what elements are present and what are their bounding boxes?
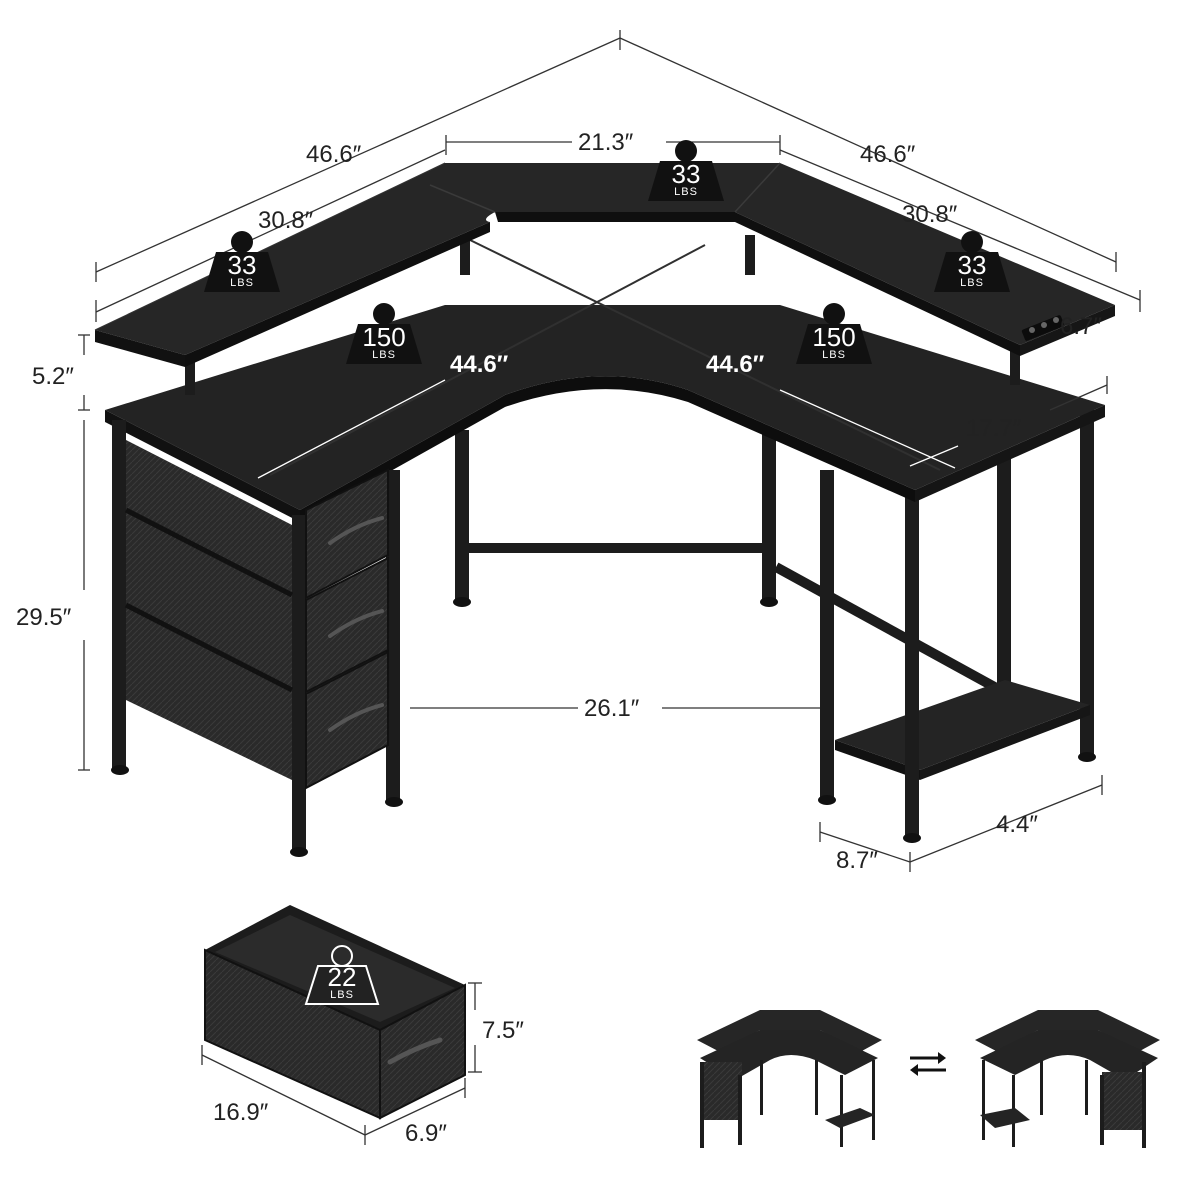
svg-text:33: 33 [228, 250, 257, 280]
svg-text:150: 150 [362, 322, 405, 352]
svg-text:LBS: LBS [822, 349, 846, 361]
monitor-shelf [94, 162, 1115, 395]
dim-shelf-right: 30.8″ [902, 201, 958, 228]
svg-text:LBS: LBS [674, 186, 698, 198]
config-left-thumbnail [697, 1010, 882, 1148]
dim-overall-right: 46.6″ [860, 141, 916, 168]
weight-badge-shelf-left: 33 LBS [204, 231, 280, 292]
dim-drawer-width: 6.9″ [405, 1120, 447, 1147]
dimension-lines [78, 30, 1141, 872]
svg-text:33: 33 [672, 159, 701, 189]
svg-text:LBS: LBS [960, 277, 984, 289]
weight-badge-desk-left: 150 LBS [346, 303, 422, 364]
dim-shelf-right-depth: 6.7″ [1060, 313, 1102, 340]
svg-text:33: 33 [958, 250, 987, 280]
dim-shelf-center: 21.3″ [578, 129, 634, 156]
svg-text:LBS: LBS [372, 349, 396, 361]
swap-arrows-icon [910, 1052, 946, 1076]
svg-text:150: 150 [812, 322, 855, 352]
dim-shelf-height: 5.2″ [32, 363, 74, 390]
weight-badge-desk-right: 150 LBS [796, 303, 872, 364]
svg-text:LBS: LBS [230, 277, 254, 289]
dim-overall-left: 46.6″ [306, 141, 362, 168]
dim-lower-shelf-depth: 4.4″ [996, 811, 1038, 838]
drawer-dimension-lines [201, 982, 482, 1145]
weight-badge-drawer: 22 LBS [304, 945, 380, 1005]
svg-text:LBS: LBS [330, 989, 354, 1001]
dim-drawer-height: 7.5″ [482, 1017, 524, 1044]
dim-desk-left-depth: 44.6″ [450, 351, 509, 378]
dim-shelf-left: 30.8″ [258, 207, 314, 234]
svg-text:22: 22 [328, 962, 357, 992]
drawer-fronts [305, 468, 389, 790]
fabric-drawer: 22 LBS [204, 905, 466, 1120]
weight-badge-top-center: 33 LBS [648, 140, 724, 201]
dim-lower-shelf-width: 8.7″ [836, 847, 878, 874]
dim-desk-end-depth: 17.7″ [966, 415, 1022, 442]
dim-drawer-length: 16.9″ [213, 1099, 269, 1126]
dim-desk-right-depth: 44.6″ [706, 351, 765, 378]
weight-badge-shelf-right: 33 LBS [934, 231, 1010, 292]
dim-desk-height: 29.5″ [16, 604, 72, 631]
dim-leg-clearance: 26.1″ [584, 695, 640, 722]
dimension-labels: 46.6″ 46.6″ 21.3″ 30.8″ 30.8″ 5.2″ 6.7″ … [16, 129, 1102, 874]
config-right-thumbnail [975, 1010, 1160, 1148]
